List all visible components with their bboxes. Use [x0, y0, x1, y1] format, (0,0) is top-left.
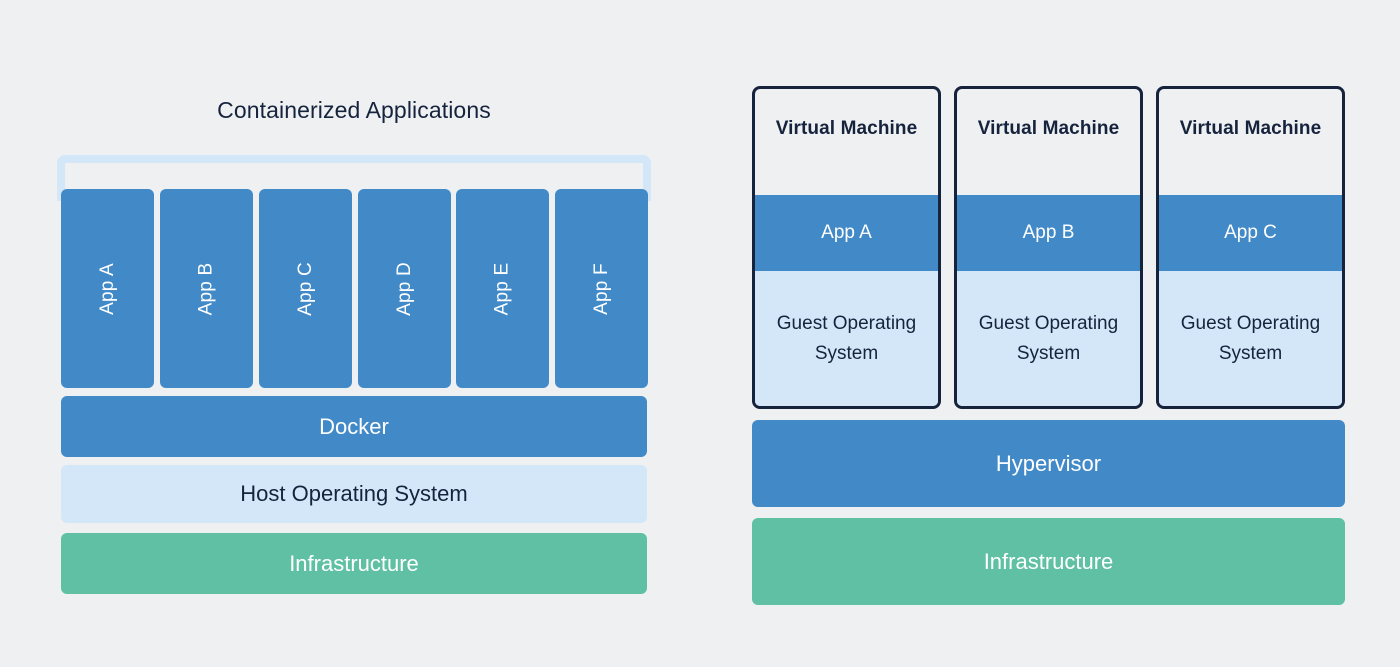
container-app-d-label: App D [393, 261, 415, 316]
container-app-e[interactable]: App E [456, 189, 549, 388]
container-app-c[interactable]: App C [259, 189, 352, 388]
virtual-machine-3-title: Virtual Machine [1179, 118, 1322, 139]
virtual-machine-3[interactable]: Virtual Machine App C Guest Operating Sy… [1156, 86, 1345, 409]
virtual-machine-3-guest-os[interactable]: Guest Operating System [1159, 271, 1342, 406]
container-app-f[interactable]: App F [555, 189, 648, 388]
hypervisor-layer[interactable]: Hypervisor [752, 420, 1345, 507]
virtual-machine-2-app[interactable]: App B [957, 195, 1140, 271]
virtual-machine-1[interactable]: Virtual Machine App A Guest Operating Sy… [752, 86, 941, 409]
virtual-machine-3-app[interactable]: App C [1159, 195, 1342, 271]
container-app-e-label: App E [491, 262, 513, 315]
container-app-c-label: App C [294, 261, 316, 316]
container-app-a-label: App A [96, 262, 118, 315]
virtual-machine-2-guest-os[interactable]: Guest Operating System [957, 271, 1140, 406]
container-app-a[interactable]: App A [61, 189, 154, 388]
virtual-machine-2[interactable]: Virtual Machine App B Guest Operating Sy… [954, 86, 1143, 409]
docker-layer[interactable]: Docker [61, 396, 647, 457]
virtual-machine-2-title: Virtual Machine [977, 118, 1120, 139]
page-title: Containerized Applications [217, 97, 491, 123]
infrastructure-layer-left[interactable]: Infrastructure [61, 533, 647, 594]
container-app-b-label: App B [195, 262, 217, 315]
container-app-d[interactable]: App D [358, 189, 451, 388]
virtual-machine-1-guest-os[interactable]: Guest Operating System [755, 271, 938, 406]
virtual-machine-1-app[interactable]: App A [755, 195, 938, 271]
container-app-f-label: App F [590, 262, 612, 315]
host-operating-system-layer[interactable]: Host Operating System [61, 465, 647, 523]
virtual-machine-1-title: Virtual Machine [775, 118, 918, 139]
infrastructure-layer-right[interactable]: Infrastructure [752, 518, 1345, 605]
container-app-b[interactable]: App B [160, 189, 253, 388]
